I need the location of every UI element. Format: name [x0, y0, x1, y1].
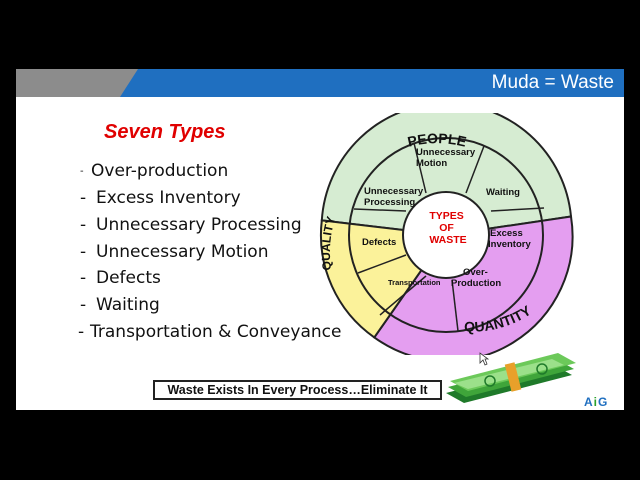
bullet: - — [80, 295, 87, 315]
segment-waiting: Waiting — [486, 187, 520, 198]
bullet: - — [80, 268, 87, 288]
list-item: -Excess Inventory — [80, 188, 241, 208]
header-blue-band — [120, 69, 624, 97]
slide: Muda = Waste Seven Types -Over-productio… — [16, 69, 624, 410]
center-label: TYPES OF WASTE — [429, 210, 466, 246]
slide-title: Muda = Waste — [491, 72, 614, 93]
people-sector — [320, 113, 573, 237]
list-item-text: Unnecessary Motion — [96, 242, 269, 262]
waste-wheel-diagram: TYPES OF WASTE PEOPLE QUALITY QUANTITY U… — [319, 113, 574, 355]
list-item-text: Transportation & Conveyance — [90, 322, 342, 342]
quantity-sector — [372, 215, 574, 355]
list-item-text: Excess Inventory — [96, 188, 241, 208]
banner: Waste Exists In Every Process…Eliminate … — [153, 380, 442, 400]
list-item: -Transportation & Conveyance — [78, 322, 341, 342]
list-item: -Defects — [80, 268, 161, 288]
bullet: - — [80, 215, 87, 235]
list-item: -Unnecessary Processing — [80, 215, 302, 235]
bullet: - — [80, 242, 87, 262]
segment-defects: Defects — [362, 237, 396, 248]
segment-transportation: Transportation — [388, 278, 441, 287]
center-circle — [402, 191, 490, 279]
people-label: PEOPLE — [406, 130, 468, 150]
list-item-text: Unnecessary Processing — [96, 215, 302, 235]
company-logo: AiG — [584, 395, 609, 409]
mouse-cursor-icon — [479, 352, 489, 366]
list-item: -Over-production — [80, 161, 228, 181]
list-item-text: Over-production — [91, 161, 229, 181]
list-heading: Seven Types — [104, 121, 226, 143]
list-item-text: Defects — [96, 268, 161, 288]
bullet: - — [80, 188, 87, 208]
list-item-text: Waiting — [96, 295, 160, 315]
list-item: -Unnecessary Motion — [80, 242, 268, 262]
segment-dividers — [353, 142, 545, 332]
money-stack-icon — [446, 353, 576, 403]
bullet: - — [80, 165, 84, 177]
list-item: -Waiting — [80, 295, 160, 315]
bullet: - — [78, 322, 85, 342]
segment-over-production: Over-Production — [451, 267, 501, 289]
inner-ring — [348, 137, 544, 333]
